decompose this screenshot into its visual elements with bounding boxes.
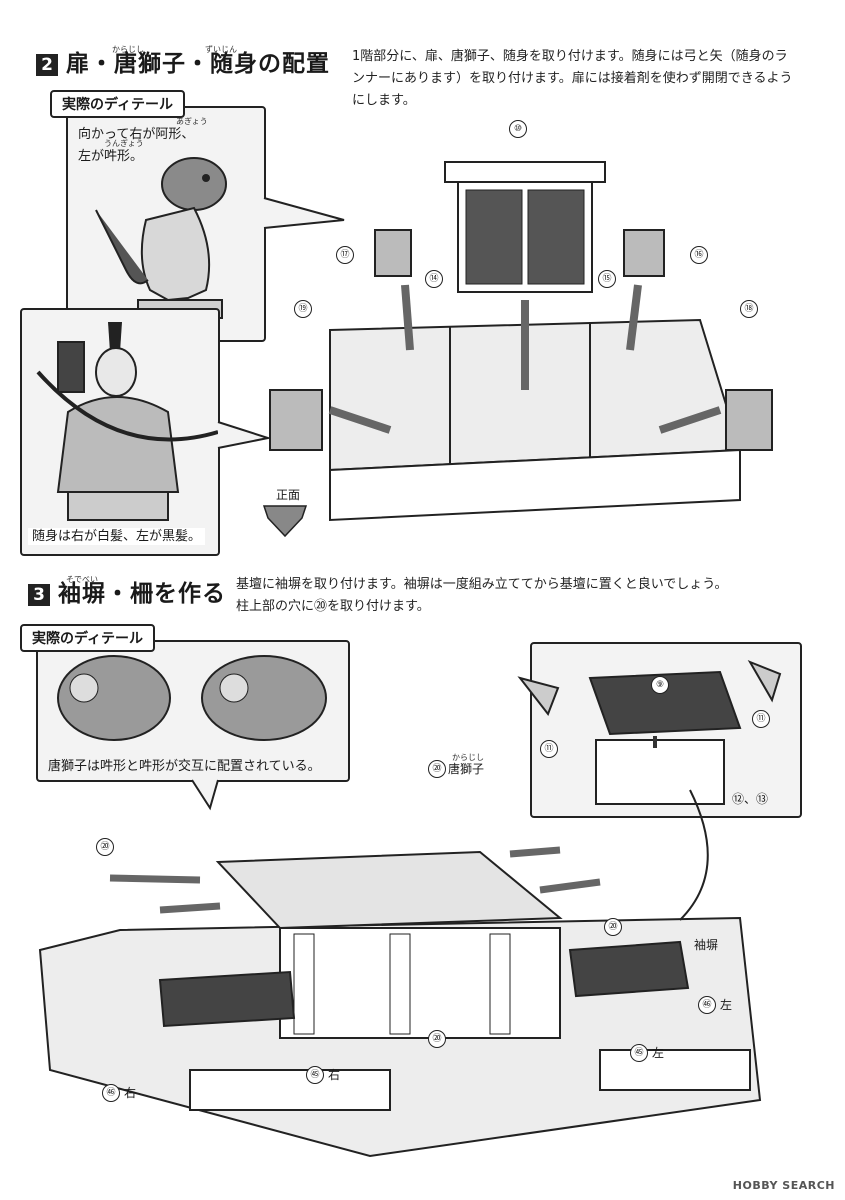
- part-56-left-side: ㊻: [698, 996, 716, 1014]
- part-11-right: ⑪: [752, 710, 770, 728]
- karajishi-relief-right-illustration: [201, 655, 327, 741]
- gate-door-assembly-illustration: [269, 161, 773, 522]
- karajishi-relief-left-illustration: [57, 655, 171, 741]
- lion-caption-line1: 向かって右が阿形、: [78, 127, 195, 142]
- part-18: ⑱: [740, 300, 758, 318]
- guardian-callout-pointer: [217, 421, 272, 449]
- ruby-karajishi: からじし: [112, 45, 144, 54]
- sodebei-label: 袖塀: [694, 938, 719, 952]
- part-9: ⑨: [651, 676, 669, 694]
- guardian-caption: 随身は右が白髪、左が黒髪。: [28, 526, 206, 548]
- step-number-3: 3: [28, 584, 50, 606]
- left-label-1: 左: [720, 998, 733, 1012]
- part-55-left-side: ㊺: [630, 1044, 648, 1062]
- part-20-bottom: ⑳: [428, 1030, 446, 1048]
- section2-title: 扉・唐獅子・随身の配置: [66, 51, 330, 77]
- karajishi-callout-pointer: [191, 779, 219, 811]
- ruby-agyo: あぎょう: [176, 117, 208, 126]
- part-19: ⑲: [294, 300, 312, 318]
- lion-caption-line2: 左が吽形。: [78, 149, 144, 164]
- part-16: ⑯: [690, 246, 708, 264]
- sodebei-roof-assembly-illustration: [517, 659, 782, 805]
- detail-tag-lion: 実際のディテール: [50, 90, 186, 118]
- step-number-2: 2: [36, 54, 58, 76]
- part-55-right-side: ㊺: [306, 1066, 324, 1084]
- detail-tag-karajishi: 実際のディテール: [20, 624, 156, 652]
- front-arrow-icon: [262, 505, 308, 538]
- ruby-zuijin: ずいじん: [205, 45, 237, 54]
- part-14: ⑭: [425, 270, 443, 288]
- right-label-2: 右: [124, 1086, 137, 1100]
- front-label: 正面: [276, 488, 301, 502]
- hobby-search-logo: HOBBY SEARCH: [732, 1179, 835, 1192]
- section3-heading: 3 袖塀・柵を作る: [28, 582, 226, 606]
- section2-description: 1階部分に、扉、唐獅子、随身を取り付けます。随身には弓と矢（随身のランナーにあり…: [352, 49, 793, 108]
- section3-description-line2: 柱上部の穴に⑳を取り付けます。: [236, 599, 430, 614]
- komainu-illustration: [95, 157, 227, 319]
- part-20-top-label: ⑳: [428, 760, 446, 778]
- part-20-right: ⑳: [604, 918, 622, 936]
- karajishi-caption: 唐獅子は吽形と吽形が交互に配置されている。: [48, 759, 321, 774]
- part-10: ⑩: [509, 120, 527, 138]
- part-56-right-side: ㊻: [102, 1084, 120, 1102]
- right-label-1: 右: [328, 1068, 341, 1082]
- part-20-left: ⑳: [96, 838, 114, 856]
- part-11-left: ⑪: [540, 740, 558, 758]
- ruby-sodebei: そでべい: [66, 575, 98, 584]
- section2-heading: 2 扉・唐獅子・随身の配置: [36, 52, 330, 76]
- base-fence-assembly-illustration: [38, 789, 762, 1158]
- section3-description-line1: 基壇に袖塀を取り付けます。袖塀は一度組み立ててから基壇に置くと良いでしょう。: [236, 577, 728, 592]
- left-label-2: 左: [652, 1046, 665, 1060]
- zuijin-illustration: [36, 322, 219, 521]
- ruby-karajishi-part: からじし: [452, 753, 484, 762]
- part-15: ⑮: [598, 270, 616, 288]
- lion-callout-pointer: [263, 197, 345, 229]
- ruby-ungyo: うんぎょう: [104, 139, 144, 148]
- karajishi-part-label: 唐獅子: [448, 762, 485, 776]
- section3-title: 袖塀・柵を作る: [58, 581, 226, 607]
- part-12-13: ⑫、⑬: [732, 792, 769, 806]
- part-17: ⑰: [336, 246, 354, 264]
